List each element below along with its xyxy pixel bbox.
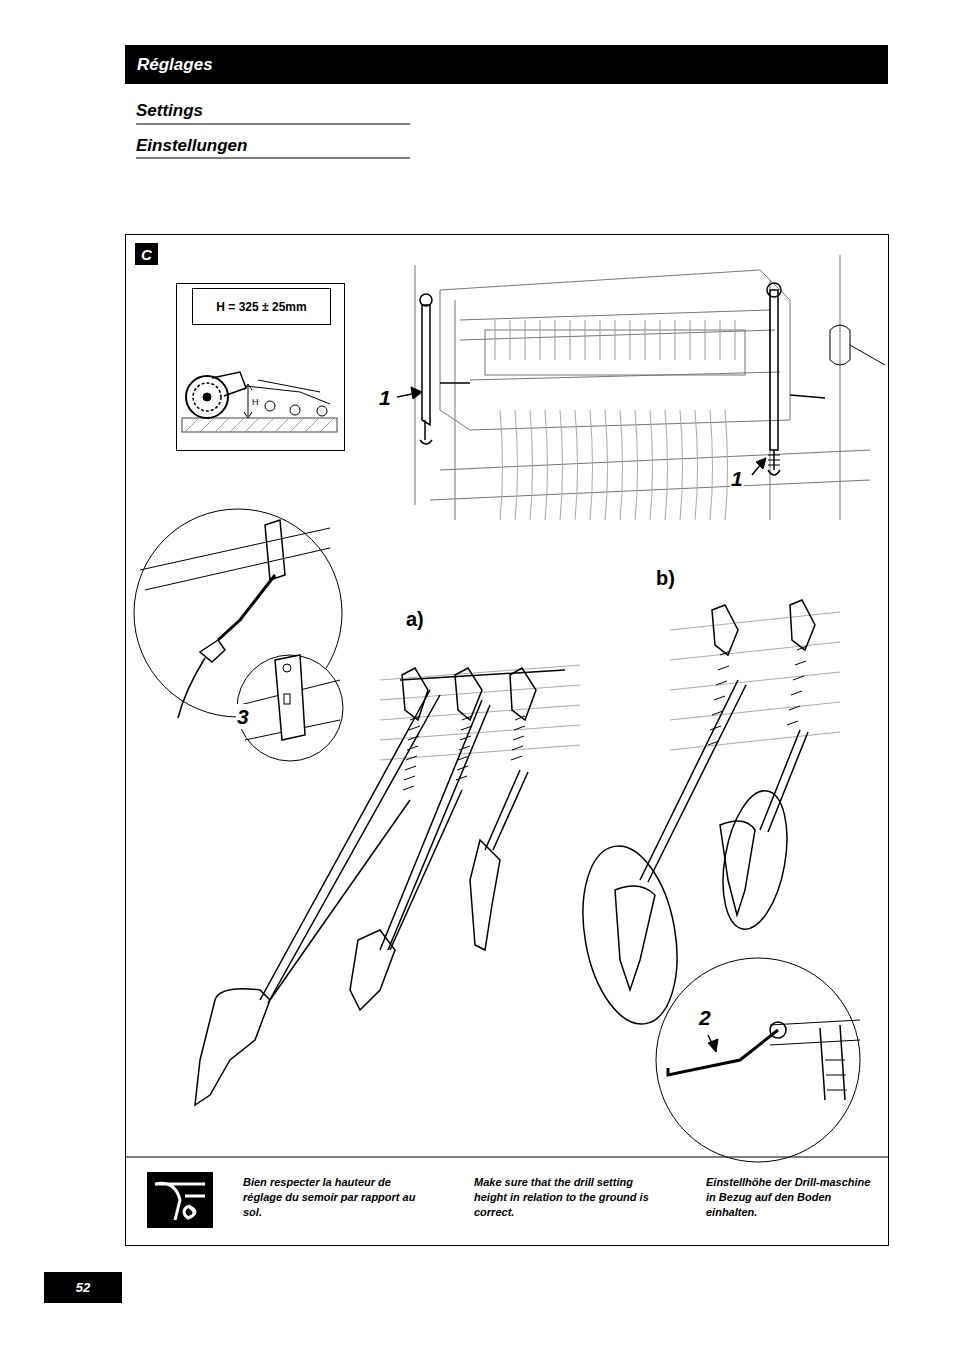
figure-letter-box: C	[135, 243, 158, 265]
page-number-box: 52	[44, 1272, 122, 1303]
heading-text: Settings	[136, 101, 203, 121]
node-text: H = 325 ± 25mm	[216, 300, 306, 314]
note-text: Bien respecter la hauteur de réglage du …	[243, 1175, 421, 1220]
heading-text: Einstellungen	[136, 136, 247, 156]
section-band: Réglages	[125, 45, 888, 84]
note-text: Make sure that the drill setting height …	[474, 1175, 652, 1220]
callout-number: 1	[378, 385, 392, 410]
callout-number: 2	[698, 1005, 712, 1030]
node-text: C	[141, 246, 152, 263]
view-label: b)	[656, 566, 675, 590]
svg-text:H: H	[252, 397, 259, 407]
node-text: Réglages	[137, 55, 213, 75]
note-text: Einstellhöhe der Drill-maschine in Bezug…	[706, 1175, 876, 1220]
dimension-box: H = 325 ± 25mm	[193, 289, 330, 324]
node-text: 52	[76, 1280, 90, 1295]
view-label: a)	[406, 607, 424, 631]
callout-number: 1	[730, 466, 744, 491]
callout-number: 3	[236, 704, 250, 729]
